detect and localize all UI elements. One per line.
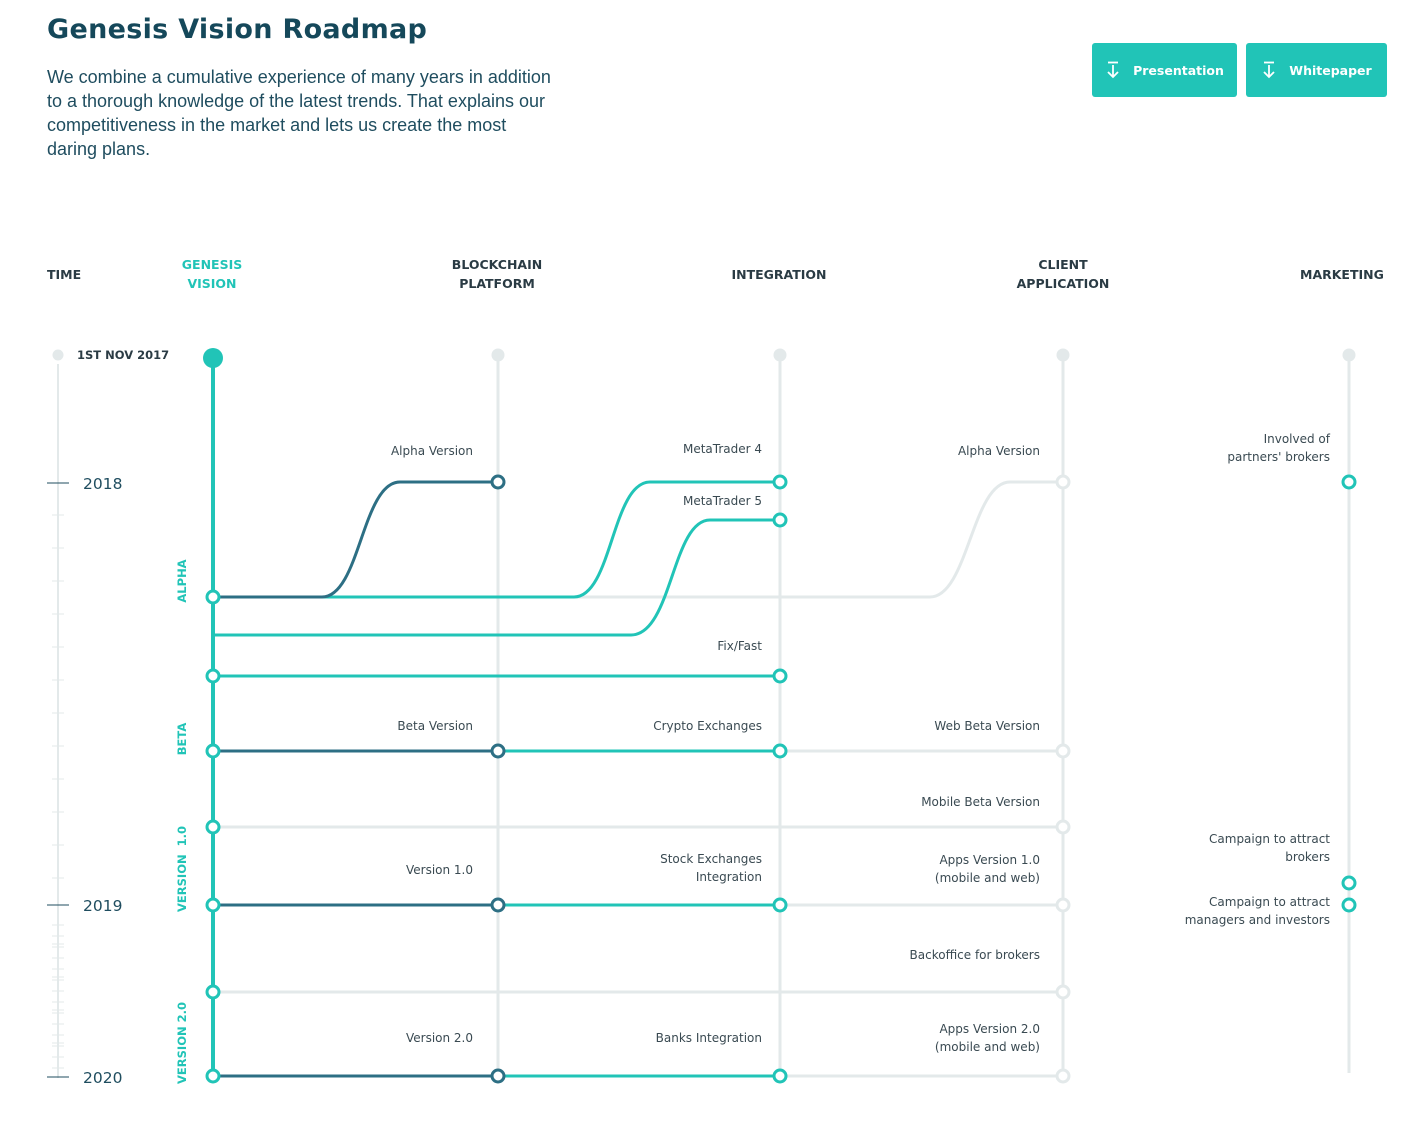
col-header-blockchain: BLOCKCHAIN PLATFORM [437,255,557,293]
lane-lines [491,348,1356,1076]
col-header-genesis: GENESIS VISION [162,255,262,293]
milestone-int-banks: Banks Integration [656,1031,762,1045]
col-header-client-line1: CLIENT [1038,257,1088,272]
phase-labels: ALPHA BETA VERSION 1.0 VERSION 2.0 [175,559,189,1084]
milestone-mk-brokers-2: brokers [1285,850,1330,864]
milestone-cl-mobile-beta: Mobile Beta Version [921,795,1040,809]
milestone-int-stock-1: Stock Exchanges [660,852,762,866]
milestone-int-mt5: MetaTrader 5 [683,494,762,508]
phase-label-beta: BETA [175,723,189,756]
phase-label-alpha: ALPHA [175,559,189,602]
client-nodes [1055,474,1071,1084]
col-header-time: TIME [47,265,81,284]
whitepaper-button[interactable]: Whitepaper [1246,43,1387,97]
whitepaper-label: Whitepaper [1289,62,1372,78]
col-header-genesis-line1: GENESIS [181,257,243,272]
col-header-client-line2: APPLICATION [1016,276,1110,291]
download-icon [1107,61,1119,79]
marketing-nodes [1341,474,1357,913]
col-header-blockchain-line1: BLOCKCHAIN [451,257,543,272]
milestone-int-fixfast: Fix/Fast [717,639,762,653]
milestone-cl-backoffice: Backoffice for brokers [910,948,1040,962]
intro-text: We combine a cumulative experience of ma… [47,67,551,159]
milestone-mk-partners-2: partners' brokers [1227,450,1330,464]
client-branches [213,480,1063,1078]
milestone-mk-brokers-1: Campaign to attract [1209,832,1330,846]
milestone-bc-v1: Version 1.0 [406,863,473,877]
col-header-integration-label: INTEGRATION [731,267,827,282]
milestone-cl-apps1-2: (mobile and web) [935,871,1040,885]
genesis-nodes [205,589,221,1084]
milestone-cl-web-beta: Web Beta Version [934,719,1040,733]
genesis-start-node [203,348,223,368]
col-header-time-label: TIME [47,267,82,282]
milestone-int-stock-2: Integration [696,870,762,884]
milestone-labels: Alpha Version Beta Version Version 1.0 V… [391,432,1331,1054]
start-date-label: 1ST NOV 2017 [77,348,169,362]
col-header-genesis-line2: VISION [187,276,237,291]
col-header-integration: INTEGRATION [719,265,839,284]
year-label-2019: 2019 [83,897,122,915]
year-label-2018: 2018 [83,475,122,493]
milestone-mk-partners-1: Involved of [1264,432,1331,446]
presentation-label: Presentation [1133,62,1224,78]
integration-nodes [772,474,788,1084]
time-axis: 1ST NOV 2017 2018 2019 2020 [47,348,169,1087]
presentation-button[interactable]: Presentation [1092,43,1237,97]
milestone-cl-apps1-1: Apps Version 1.0 [939,853,1040,867]
milestone-bc-beta: Beta Version [397,719,473,733]
milestone-bc-alpha: Alpha Version [391,444,473,458]
year-label-2020: 2020 [83,1069,122,1087]
milestone-bc-v2: Version 2.0 [406,1031,473,1045]
milestone-cl-apps2-1: Apps Version 2.0 [939,1022,1040,1036]
milestone-mk-managers-2: managers and investors [1185,913,1330,927]
blockchain-nodes [490,474,506,1084]
col-header-blockchain-line2: PLATFORM [459,276,535,291]
page-title: Genesis Vision Roadmap [47,14,428,45]
milestone-cl-alpha: Alpha Version [958,444,1040,458]
col-header-marketing: MARKETING [1300,265,1400,284]
milestone-cl-apps2-2: (mobile and web) [935,1040,1040,1054]
col-header-client: CLIENT APPLICATION [1003,255,1123,293]
blockchain-branches [213,480,498,1078]
milestone-int-mt4: MetaTrader 4 [683,442,762,456]
phase-label-version-2: VERSION 2.0 [175,1002,189,1084]
col-header-marketing-label: MARKETING [1300,267,1384,282]
phase-label-version-1: VERSION 1.0 [175,826,189,912]
download-icon [1263,61,1275,79]
integration-branches [213,480,780,1078]
milestone-int-crypto: Crypto Exchanges [653,719,762,733]
milestone-mk-managers-1: Campaign to attract [1209,895,1330,909]
